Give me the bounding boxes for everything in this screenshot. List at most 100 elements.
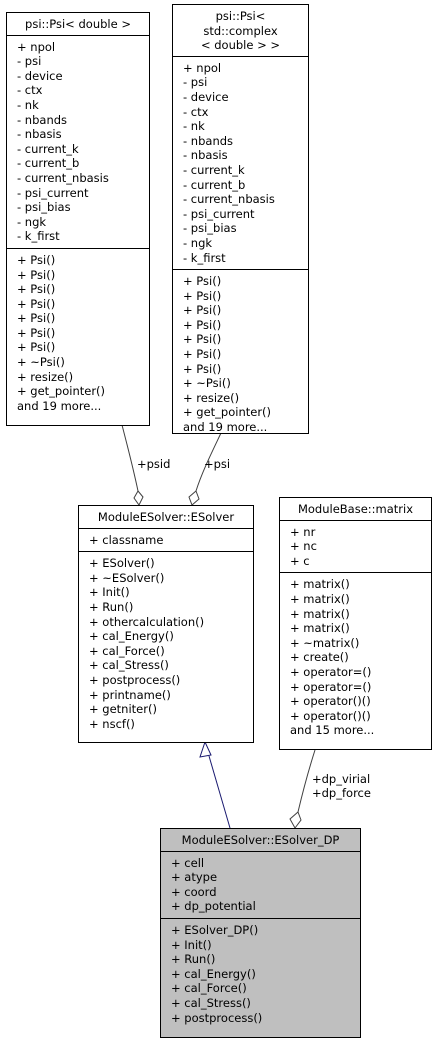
- method-row: + resize(): [183, 390, 240, 405]
- method-row: + getniter(): [89, 702, 157, 717]
- attribute-row: - psi_bias: [17, 200, 71, 215]
- method-row: + ~Psi(): [17, 355, 65, 370]
- edge-psi-diamond: [188, 490, 200, 506]
- attribute-row: - nbasis: [183, 148, 228, 163]
- method-row: and 15 more...: [290, 723, 375, 738]
- attribute-row: - current_b: [183, 177, 246, 192]
- attribute-row: - k_first: [183, 250, 226, 265]
- method-row: + Psi(): [17, 311, 56, 326]
- method-row: + cal_Energy(): [89, 629, 174, 644]
- class-methods: + Psi()+ Psi()+ Psi()+ Psi()+ Psi()+ Psi…: [173, 270, 308, 439]
- attribute-row: - psi: [183, 75, 208, 90]
- attribute-row: + npol: [183, 60, 222, 75]
- attribute-row: + nc: [290, 539, 317, 554]
- attribute-row: - device: [17, 68, 63, 83]
- edge-dp-diamond: [289, 811, 302, 829]
- method-row: + operator=(): [290, 664, 372, 679]
- method-row: + Psi(): [183, 317, 222, 332]
- class-box-psi-complex[interactable]: psi::Psi< std::complex < double > > + np…: [172, 4, 309, 434]
- attribute-row: - nk: [183, 119, 205, 134]
- class-attributes: + classname: [79, 529, 253, 553]
- attribute-row: - current_b: [17, 156, 80, 171]
- method-row: + matrix(): [290, 577, 350, 592]
- attribute-row: - ctx: [183, 104, 209, 119]
- method-row: + cal_Stress(): [171, 995, 251, 1010]
- attribute-row: + dp_potential: [171, 899, 256, 914]
- class-box-esolver-dp[interactable]: ModuleESolver::ESolver_DP + cell+ atype+…: [160, 828, 361, 1038]
- edge-label-psi: +psi: [204, 457, 231, 471]
- attribute-row: - ctx: [17, 83, 43, 98]
- method-row: + postprocess(): [171, 1010, 263, 1025]
- attribute-row: - nbasis: [17, 127, 62, 142]
- attribute-row: - nk: [17, 97, 39, 112]
- method-row: + operator()(): [290, 694, 371, 709]
- method-row: + matrix(): [290, 621, 350, 636]
- method-row: + Init(): [171, 937, 212, 952]
- edge-psi: [195, 432, 222, 492]
- edge-label-psid: +psid: [137, 457, 171, 471]
- attribute-row: - device: [183, 89, 229, 104]
- attribute-row: + classname: [89, 532, 164, 547]
- attribute-row: - current_nbasis: [183, 192, 275, 207]
- class-attributes: + cell+ atype+ coord+ dp_potential: [161, 852, 360, 919]
- method-row: + operator()(): [290, 708, 371, 723]
- method-row: + Psi(): [183, 288, 222, 303]
- method-row: + ~matrix(): [290, 635, 360, 650]
- method-row: + postprocess(): [89, 672, 181, 687]
- attribute-row: - k_first: [17, 229, 60, 244]
- method-row: + operator=(): [290, 679, 372, 694]
- method-row: + Psi(): [183, 332, 222, 347]
- attribute-row: + atype: [171, 870, 218, 885]
- method-row: + resize(): [17, 369, 74, 384]
- method-row: + nscf(): [89, 716, 135, 731]
- attribute-row: - nbands: [183, 133, 234, 148]
- attribute-row: - ngk: [183, 235, 213, 250]
- class-box-esolver[interactable]: ModuleESolver::ESolver + classname + ESo…: [78, 505, 254, 743]
- attribute-row: - current_nbasis: [17, 170, 109, 185]
- attribute-row: - current_k: [17, 141, 79, 156]
- method-row: + Psi(): [183, 347, 222, 362]
- edge-inheritance-arrow: [199, 740, 212, 758]
- class-box-matrix[interactable]: ModuleBase::matrix + nr+ nc+ c + matrix(…: [279, 497, 432, 750]
- method-row: + Psi(): [183, 361, 222, 376]
- method-row: + cal_Energy(): [171, 966, 256, 981]
- attribute-row: + coord: [171, 884, 217, 899]
- edge-psid-diamond: [133, 490, 144, 506]
- method-row: + Psi(): [17, 267, 56, 282]
- method-row: + cal_Force(): [89, 643, 165, 658]
- method-row: + Run(): [171, 952, 216, 967]
- class-attributes: + npol- psi- device- ctx- nk- nbands- nb…: [7, 36, 149, 249]
- attribute-row: - psi_current: [17, 185, 89, 200]
- method-row: + Psi(): [183, 303, 222, 318]
- class-methods: + ESolver_DP()+ Init()+ Run()+ cal_Energ…: [161, 919, 360, 1029]
- class-box-psi-double[interactable]: psi::Psi< double > + npol- psi- device- …: [6, 12, 150, 426]
- method-row: + ESolver(): [89, 556, 155, 571]
- method-row: and 19 more...: [17, 398, 102, 413]
- attribute-row: - current_k: [183, 162, 245, 177]
- method-row: + Psi(): [17, 325, 56, 340]
- attribute-row: - psi: [17, 54, 42, 69]
- class-methods: + ESolver()+ ~ESolver()+ Init()+ Run()+ …: [79, 552, 253, 735]
- attribute-row: - nbands: [17, 112, 68, 127]
- class-methods: + matrix()+ matrix()+ matrix()+ matrix()…: [280, 573, 431, 742]
- method-row: + cal_Stress(): [89, 658, 169, 673]
- method-row: + ESolver_DP(): [171, 922, 259, 937]
- method-row: + Psi(): [17, 252, 56, 267]
- class-attributes: + nr+ nc+ c: [280, 521, 431, 574]
- method-row: + ~ESolver(): [89, 570, 165, 585]
- class-title: ModuleESolver::ESolver_DP: [161, 829, 360, 852]
- method-row: + ~Psi(): [183, 376, 231, 391]
- class-title: ModuleESolver::ESolver: [79, 506, 253, 529]
- method-row: and 19 more...: [183, 420, 268, 435]
- attribute-row: + cell: [171, 855, 205, 870]
- method-row: + get_pointer(): [183, 405, 272, 420]
- method-row: + get_pointer(): [17, 384, 106, 399]
- method-row: + cal_Force(): [171, 981, 247, 996]
- edge-label-dp: +dp_virial +dp_force: [312, 772, 371, 800]
- method-row: + printname(): [89, 687, 171, 702]
- method-row: + Psi(): [17, 340, 56, 355]
- attribute-row: + nr: [290, 524, 316, 539]
- class-title: psi::Psi< double >: [7, 13, 149, 36]
- method-row: + Psi(): [17, 282, 56, 297]
